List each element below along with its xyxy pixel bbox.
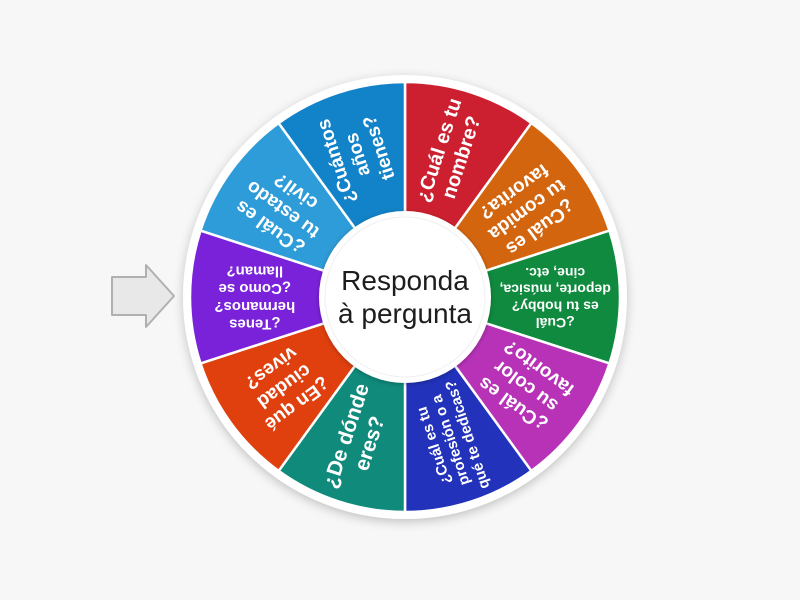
segment-label-line: cine, etc. (525, 266, 585, 282)
segment-label-7: ¿Teneshermanos?¿Como sellaman? (214, 262, 295, 332)
segment-label-line: ¿Cuál (536, 315, 575, 331)
wheel-rim-highlight (183, 75, 627, 519)
segment-label-line: deporte, música, (500, 282, 611, 298)
segment-label-line: ¿Tenes (229, 316, 280, 333)
segment-label-line: hermanos? (214, 298, 295, 315)
segment-label-line: llaman? (226, 262, 283, 279)
wheel-segment-2[interactable] (400, 228, 622, 366)
spin-pointer-arrow[interactable] (111, 264, 175, 328)
spin-pointer-arrow-icon[interactable] (111, 264, 175, 328)
segment-label-line: ¿Como se (219, 280, 292, 297)
hub-circle[interactable] (324, 216, 486, 378)
wheel-segment-7[interactable] (188, 228, 410, 366)
hub-text-line-2: à pergunta (338, 298, 472, 329)
segment-label-line: es tu hobby? (512, 299, 599, 315)
hub-text-line-1: Responda (341, 265, 469, 296)
segment-label-2: ¿Cuáles tu hobby?deporte, música,cine, e… (500, 266, 611, 332)
